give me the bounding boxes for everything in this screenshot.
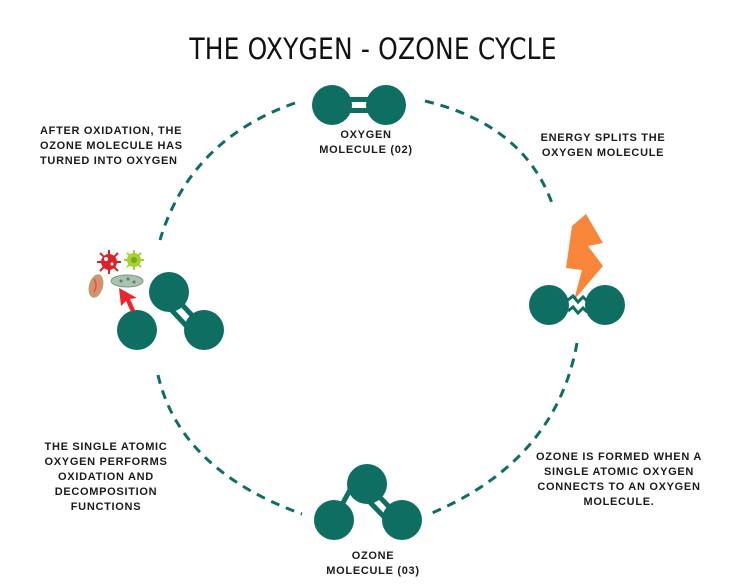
label-after-oxidation: AFTER OXIDATION, THE OZONE MOLECULE HAS … bbox=[40, 125, 183, 167]
label-ozone-formed: OZONE IS FORMED WHEN A SINGLE ATOMIC OXY… bbox=[536, 451, 702, 508]
oxygen-atom bbox=[149, 272, 189, 312]
oxygen-atom bbox=[585, 285, 625, 325]
cycle-ring bbox=[156, 99, 579, 516]
red-pointer-arrow-icon bbox=[119, 288, 137, 312]
label-ozone-molecule: OZONE MOLECULE (03) bbox=[326, 550, 420, 577]
oxygen-atom bbox=[314, 500, 354, 540]
ring-arc-right bbox=[431, 342, 579, 515]
oxygen-atom bbox=[312, 85, 352, 125]
diagram-title: THE OXYGEN - OZONE CYCLE bbox=[189, 32, 557, 66]
ring-arc-top-left bbox=[158, 101, 296, 241]
broken-bond bbox=[567, 293, 589, 305]
broken-bond bbox=[567, 304, 589, 316]
oxygen-molecule-top bbox=[312, 85, 406, 125]
double-bond-lower bbox=[336, 108, 380, 113]
double-bond-upper bbox=[336, 97, 380, 102]
bacteria-icon bbox=[110, 274, 144, 288]
cell-icon bbox=[88, 274, 104, 298]
label-single-atomic-oxygen: THE SINGLE ATOMIC OXYGEN PERFORMS OXIDAT… bbox=[44, 441, 168, 513]
ring-arc-top-right bbox=[424, 99, 555, 207]
oxygen-atom bbox=[529, 285, 569, 325]
lightning-bolt-icon bbox=[566, 214, 603, 300]
red-virus-icon bbox=[97, 250, 121, 274]
oxygen-atom bbox=[117, 310, 157, 350]
ring-arc-left bbox=[156, 374, 303, 516]
germs-group bbox=[88, 250, 144, 312]
label-oxygen-molecule: OXYGEN MOLECULE (02) bbox=[319, 129, 413, 156]
ozone-molecule-left bbox=[117, 272, 224, 350]
split-oxygen-molecule bbox=[529, 214, 625, 325]
oxygen-atom bbox=[382, 500, 422, 540]
label-energy-splits: ENERGY SPLITS THE OXYGEN MOLECULE bbox=[540, 132, 666, 159]
oxygen-atom bbox=[184, 310, 224, 350]
ozone-molecule-bottom bbox=[314, 464, 422, 540]
oxygen-atom bbox=[366, 85, 406, 125]
green-virus-icon bbox=[124, 250, 144, 270]
oxygen-atom bbox=[347, 464, 387, 504]
